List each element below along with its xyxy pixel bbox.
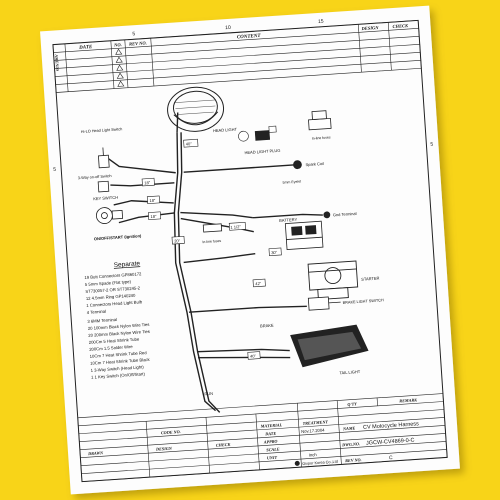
- spark-coil: [293, 160, 302, 170]
- separate-list: 19 Butt Connectors GP860172 5 5mm Spade …: [84, 271, 151, 380]
- dwg-no-value: JGCW-CV4869-0-C: [366, 438, 415, 447]
- code-no-header: CODE NO.: [161, 429, 181, 435]
- head-light-plug-label: HEAD LIGHT PLUG: [244, 148, 280, 155]
- tick-5: 5: [132, 31, 135, 37]
- head-light: [167, 86, 225, 132]
- dwg-no-label: DWG.NO.: [341, 441, 360, 447]
- list-item: 5 5mm Spade (Flat type): [85, 279, 132, 287]
- list-item: 3 6MM Terminal: [87, 317, 117, 324]
- brake-light-switch: [307, 296, 341, 311]
- battery: [284, 220, 324, 250]
- list-item: 1 Connectors Head Light Bulb: [86, 299, 143, 308]
- three-way-switch-label: 3-Way on-off Switch: [78, 174, 112, 180]
- list-item: 19 Butt Connectors GP860172: [84, 271, 142, 280]
- len-42: 42": [255, 281, 262, 286]
- check-label: CHECK: [216, 442, 232, 448]
- tick-left-5: 5: [53, 167, 56, 173]
- qty-header: Q'TY: [347, 401, 357, 407]
- drawn-label: DRAWN: [87, 450, 104, 456]
- list-item: 10Cm 7 Heat Shrink Tube Red: [90, 350, 148, 359]
- rev-no-value: C: [389, 455, 393, 461]
- list-item: 12 4.5mm Ring GP140240: [86, 293, 136, 301]
- battery-label: BATTERY: [279, 217, 298, 223]
- amend-no-header: NO.: [113, 42, 122, 48]
- design-header: DESIGN: [360, 25, 379, 31]
- list-item: 4 Terminal: [87, 309, 107, 315]
- treatment-header: TREATMENT: [302, 419, 328, 426]
- company-name: Gixpor Korea Co.,Ltd: [302, 460, 338, 466]
- head-light-label: HEAD LIGHT: [213, 127, 238, 134]
- check-header: CHECK: [392, 23, 409, 29]
- brake-light-switch-label: BRAKE LIGHT SWITCH: [343, 298, 385, 305]
- date-label: DATE: [264, 431, 276, 437]
- len-18b: 18": [149, 198, 156, 203]
- starter-label: STARTER: [361, 275, 380, 281]
- material-header: MATERIAL: [260, 422, 283, 429]
- tail-light-label: TAIL LIGHT: [339, 369, 361, 375]
- amend-rev-triangles: [115, 48, 125, 87]
- list-item: 200Cm 5 Heat Shrink Tube: [89, 337, 140, 345]
- list-item: 10Cm 7 Heat Shrink Tube Black: [90, 357, 151, 366]
- len-18c: 18": [150, 214, 157, 219]
- length-tags: [141, 138, 282, 360]
- date-value: Nov.17.2004: [301, 427, 325, 434]
- head-light-plug: [238, 125, 277, 142]
- list-item: 1 3-Way Switch (Head Light): [90, 364, 144, 373]
- brake-label: BRAKE: [260, 323, 274, 329]
- remark-header: REMARK: [399, 397, 418, 403]
- list-item: 20 100mm Black Nylon Wire Ties: [88, 322, 150, 331]
- tick-15: 15: [318, 19, 324, 25]
- in-line-fuse-mid: [202, 223, 223, 233]
- separate-title: Separate: [114, 260, 141, 269]
- on-off-start-label: ON/OFF/START (Ignition): [94, 233, 142, 241]
- gnd-terminal-label: Gnd Terminal: [333, 211, 357, 218]
- hilo-switch-label: Hi-LO Head Light Switch: [81, 127, 123, 134]
- drawing-sheet: 5 10 15 5 5 DATE NO. REV NO. CONTENT DES…: [40, 5, 460, 495]
- paper: [40, 5, 460, 495]
- key-switch: [95, 207, 124, 224]
- tick-right-5: 5: [430, 142, 433, 148]
- title-block: [77, 393, 448, 482]
- len-20: 20": [174, 238, 181, 243]
- appro-label: APPRO: [263, 439, 278, 445]
- len-30: 30": [271, 250, 278, 255]
- company-logo-icon: [294, 460, 300, 466]
- wiring-harness: [106, 112, 323, 413]
- amend-rev-header: REV NO.: [129, 40, 147, 46]
- name-label: NAME: [342, 425, 356, 431]
- content-header: CONTENT: [237, 34, 262, 41]
- list-item: 1 1 Key Switch (On/Off/Start): [91, 371, 146, 380]
- unit-value: Inch: [309, 452, 318, 458]
- eyelet-label: 5mm Eyelet: [282, 179, 301, 184]
- tick-10: 10: [225, 25, 231, 31]
- in-line-fuses-top-label: In-line fuses: [312, 135, 331, 140]
- three-way-switch: [97, 180, 110, 193]
- name-value: CV Motocycle Harness: [363, 421, 419, 431]
- gnd-terminal: [323, 211, 331, 219]
- len-40: 40": [186, 141, 193, 146]
- hilo-switch: [98, 147, 110, 169]
- len-18a: 18": [144, 180, 151, 185]
- len-1-half: 1 1/2": [230, 224, 241, 230]
- scale-label: SCALE: [266, 446, 280, 452]
- len-40b: 40": [250, 353, 257, 358]
- list-item: ST730057-2 OR ST730245-2: [85, 285, 141, 294]
- design-label: DESIGN: [155, 446, 173, 452]
- key-switch-label: KEY SWITCH: [93, 195, 118, 202]
- in-line-fuse-top: [308, 110, 332, 131]
- list-item: 20 200mm Black Nylon Wire Ties: [88, 329, 150, 338]
- amend-date-header: DATE: [78, 45, 93, 51]
- in-line-fuses-mid-label: In-line fuses: [202, 239, 221, 244]
- tail-light: [290, 324, 369, 368]
- rev-no-label: REV NO.: [345, 457, 362, 463]
- run-label: RUN: [204, 391, 213, 397]
- unit-label: UNIT: [267, 455, 278, 461]
- amends-label: AMENDS: [54, 53, 60, 72]
- list-item: 200Cm 1.5 Solder Wire: [89, 344, 133, 352]
- spark-coil-label: Spark Coil: [305, 161, 324, 167]
- starter: [307, 260, 359, 301]
- amendments-table: [52, 20, 422, 93]
